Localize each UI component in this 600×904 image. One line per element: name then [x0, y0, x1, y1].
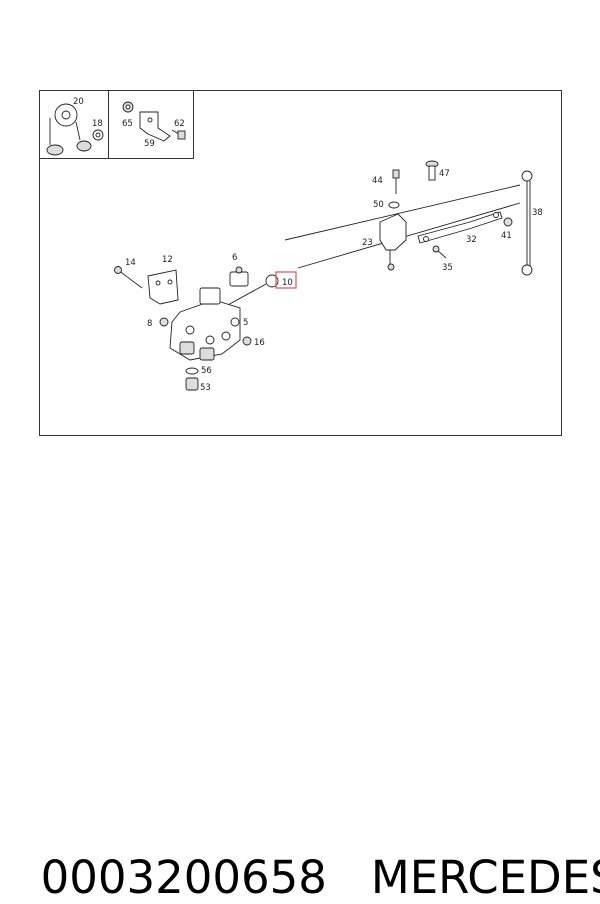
- callout-41: 41: [501, 231, 512, 241]
- part-53-filter: [185, 377, 199, 391]
- part-35-screw: [432, 245, 447, 259]
- callout-47: 47: [439, 169, 450, 179]
- callout-35: 35: [442, 263, 453, 273]
- callout-highlight-box: [275, 271, 297, 289]
- callout-32: 32: [466, 235, 477, 245]
- part-50-washer: [388, 201, 400, 209]
- part-41-nut: [503, 217, 513, 227]
- callout-53: 53: [200, 383, 211, 393]
- brand-name: MERCEDES: [370, 851, 600, 904]
- part-14-bolt: [114, 266, 143, 289]
- inset-box-right: [108, 90, 194, 159]
- callout-23: 23: [362, 238, 373, 248]
- part-38-link: [521, 170, 533, 276]
- callout-38: 38: [532, 208, 543, 218]
- part-62-bolt: [171, 129, 186, 140]
- part-56-seal: [185, 367, 199, 375]
- part-10-ring-highlighted: [225, 274, 279, 307]
- part-32-lever: [417, 211, 503, 244]
- part-8-plug: [159, 317, 169, 327]
- part-16-nut: [242, 336, 252, 346]
- part-44-fitting: [392, 169, 400, 194]
- part-caption: 0003200658 MERCEDES: [12, 798, 600, 904]
- part-23-sensor: [379, 213, 407, 271]
- part-47-banjo-bolt: [425, 160, 439, 181]
- callout-8: 8: [147, 319, 152, 329]
- callout-50: 50: [373, 200, 384, 210]
- callout-65: 65: [122, 119, 133, 129]
- callout-16: 16: [254, 338, 265, 348]
- part-65-nut: [122, 101, 134, 113]
- part-number: 0003200658: [40, 851, 327, 904]
- diagram-frame: [39, 90, 562, 436]
- linkage-rod: [284, 184, 521, 269]
- callout-20: 20: [73, 97, 84, 107]
- part-20-wrench-seal: [46, 103, 92, 156]
- part-18-ring: [92, 129, 104, 141]
- part-59-bracket: [139, 111, 171, 142]
- callout-62: 62: [174, 119, 185, 129]
- callout-18: 18: [92, 119, 103, 129]
- parts-diagram: 20 18 65 62 59 44 47 50 38 23 32 41 35 1…: [39, 90, 562, 436]
- callout-44: 44: [372, 176, 383, 186]
- callout-56: 56: [201, 366, 212, 376]
- callout-10: 10: [282, 278, 293, 288]
- part-5-valve-block: [169, 287, 241, 361]
- part-12-plate: [147, 269, 179, 305]
- callout-5: 5: [243, 318, 248, 328]
- callout-6: 6: [232, 253, 237, 263]
- callout-14: 14: [125, 258, 136, 268]
- part-6-connector: [229, 266, 249, 287]
- callout-59: 59: [144, 139, 155, 149]
- callout-12: 12: [162, 255, 173, 265]
